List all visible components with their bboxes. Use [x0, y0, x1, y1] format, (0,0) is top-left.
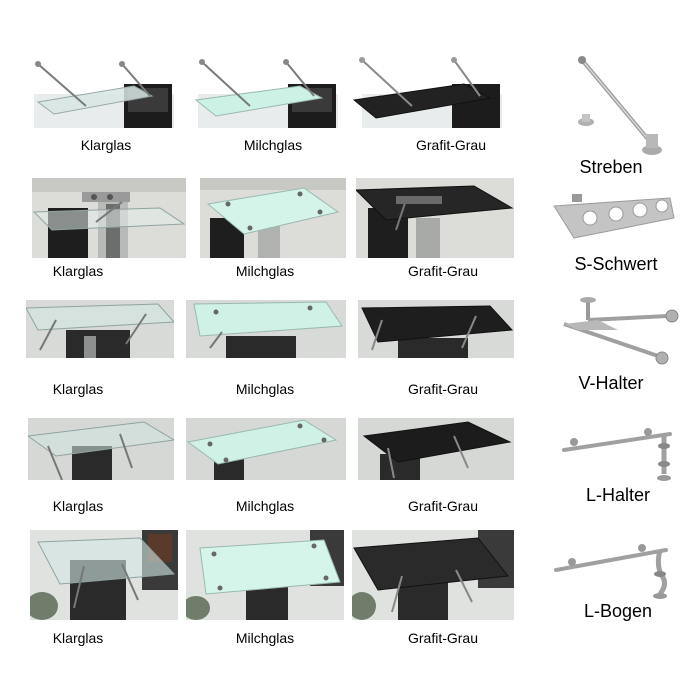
caption-row4-klarglas: Klarglas: [52, 498, 104, 514]
canopy-image-grafit-v-halter: [358, 300, 514, 358]
canopy-image-milchglas-l-bogen: [186, 530, 344, 620]
v-halter-image: [558, 294, 682, 366]
caption-row5-grafit: Grafit-Grau: [407, 630, 478, 646]
canopy-image-milchglas-l-halter: [186, 418, 346, 480]
hardware-label-l-halter: L-Halter: [585, 485, 651, 505]
caption-row3-milchglas: Milchglas: [235, 381, 295, 397]
caption-row1-klarglas: Klarglas: [80, 137, 132, 153]
caption-row2-grafit: Grafit-Grau: [407, 263, 478, 279]
canopy-image-milchglas-s-schwert: [200, 178, 346, 258]
hardware-label-s-schwert: S-Schwert: [574, 254, 658, 274]
l-halter-image: [560, 420, 680, 484]
canopy-image-klarglas-l-halter: [28, 418, 174, 480]
caption-row2-milchglas: Milchglas: [235, 263, 295, 279]
canopy-image-klarglas-streben: [24, 50, 184, 128]
canopy-image-klarglas-s-schwert: [32, 178, 186, 258]
hardware-label-streben: Streben: [579, 157, 643, 177]
caption-row3-klarglas: Klarglas: [52, 381, 104, 397]
canopy-image-grafit-l-bogen: [352, 530, 514, 620]
caption-row4-grafit: Grafit-Grau: [407, 498, 478, 514]
canopy-image-klarglas-v-halter: [26, 300, 174, 358]
canopy-image-grafit-s-schwert: [356, 178, 514, 258]
canopy-image-grafit-l-halter: [358, 418, 514, 480]
hardware-label-v-halter: V-Halter: [578, 373, 644, 393]
caption-row5-klarglas: Klarglas: [52, 630, 104, 646]
canopy-image-milchglas-v-halter: [186, 300, 346, 358]
l-bogen-image: [552, 536, 678, 602]
hardware-label-l-bogen: L-Bogen: [583, 601, 653, 621]
caption-row5-milchglas: Milchglas: [235, 630, 295, 646]
canopy-image-klarglas-l-bogen: [30, 530, 178, 620]
canopy-image-milchglas-streben: [188, 50, 348, 128]
caption-row1-milchglas: Milchglas: [243, 137, 303, 153]
caption-row2-klarglas: Klarglas: [52, 263, 104, 279]
caption-row4-milchglas: Milchglas: [235, 498, 295, 514]
canopy-image-grafit-streben: [352, 50, 512, 128]
s-schwert-image: [552, 194, 676, 242]
caption-row3-grafit: Grafit-Grau: [407, 381, 478, 397]
caption-row1-grafit: Grafit-Grau: [415, 137, 486, 153]
streben-image: [560, 50, 670, 162]
